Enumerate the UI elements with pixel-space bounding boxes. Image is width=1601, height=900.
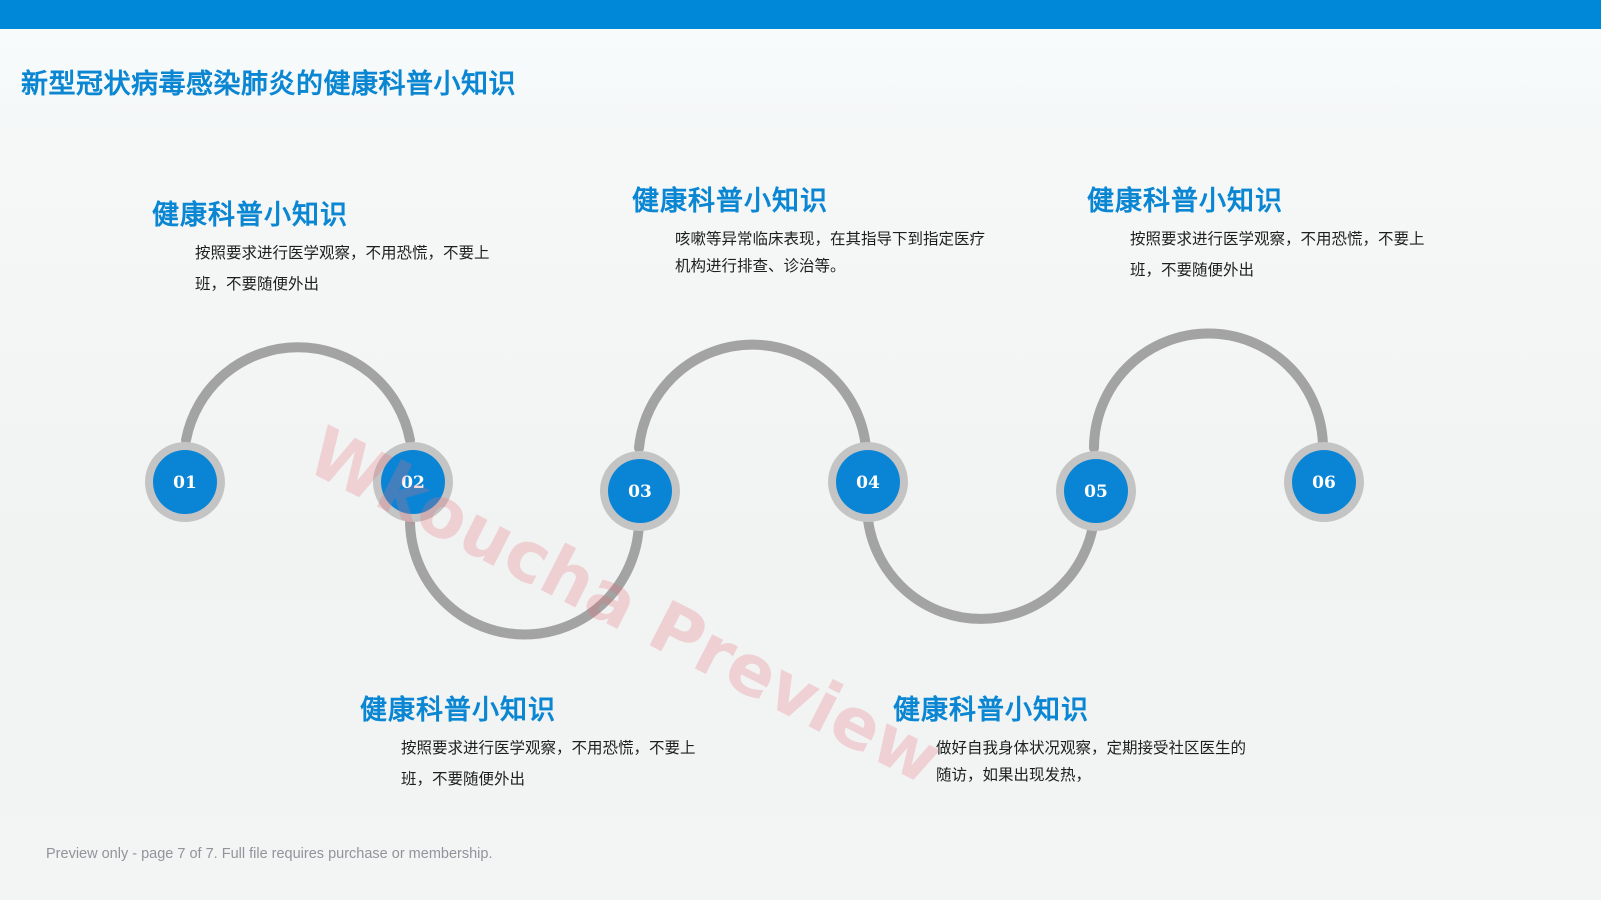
card-title: 健康科普小知识 — [893, 695, 1089, 726]
step-number-2: 02 — [401, 473, 425, 493]
step-node-6: 06 — [1284, 442, 1364, 522]
step-number-6: 06 — [1312, 473, 1336, 493]
step-node-2: 02 — [373, 442, 453, 522]
step-number-4: 04 — [856, 473, 880, 493]
step-number-3: 03 — [628, 482, 652, 502]
step-number-1: 01 — [173, 473, 197, 493]
card-body: 按照要求进行医学观察，不用恐慌，不要上班，不要随便外出 — [195, 244, 490, 293]
connector-arc-2 — [405, 515, 644, 640]
footer-note: Preview only - page 7 of 7. Full file re… — [46, 846, 493, 862]
card-body: 按照要求进行医学观察，不用恐慌，不要上班，不要随便外出 — [1130, 230, 1425, 279]
connector-arc-1 — [181, 342, 415, 445]
card-body: 做好自我身体状况观察，定期接受社区医生的随访，如果出现发热， — [936, 739, 1247, 784]
info-card-5: 健康科普小知识 做好自我身体状况观察，定期接受社区医生的随访，如果出现发热， — [893, 688, 1254, 789]
connector-arc-5 — [1089, 328, 1328, 453]
card-title: 健康科普小知识 — [1087, 186, 1283, 217]
step-node-1: 01 — [145, 442, 225, 522]
card-body: 按照要求进行医学观察，不用恐慌，不要上班，不要随便外出 — [401, 739, 696, 788]
info-card-3: 健康科普小知识 按照要求进行医学观察，不用恐慌，不要上班，不要随便外出 — [1087, 179, 1448, 286]
top-accent-bar — [0, 0, 1601, 29]
page-title: 新型冠状病毒感染肺炎的健康科普小知识 — [21, 69, 516, 100]
connector-arc-3 — [634, 339, 871, 453]
card-title: 健康科普小知识 — [360, 695, 556, 726]
connector-arc-4 — [863, 515, 1099, 624]
info-card-4: 健康科普小知识 按照要求进行医学观察，不用恐慌，不要上班，不要随便外出 — [360, 688, 719, 795]
step-number-5: 05 — [1084, 482, 1108, 502]
card-body: 咳嗽等异常临床表现，在其指导下到指定医疗机构进行排查、诊治等。 — [675, 230, 986, 275]
step-node-5: 05 — [1056, 451, 1136, 531]
step-node-3: 03 — [600, 451, 680, 531]
step-node-4: 04 — [828, 442, 908, 522]
info-card-2: 健康科普小知识 咳嗽等异常临床表现，在其指导下到指定医疗机构进行排查、诊治等。 — [632, 179, 993, 280]
card-title: 健康科普小知识 — [152, 200, 348, 231]
header-band — [0, 29, 1601, 129]
card-title: 健康科普小知识 — [632, 186, 828, 217]
info-card-1: 健康科普小知识 按照要求进行医学观察，不用恐慌，不要上班，不要随便外出 — [152, 193, 513, 300]
